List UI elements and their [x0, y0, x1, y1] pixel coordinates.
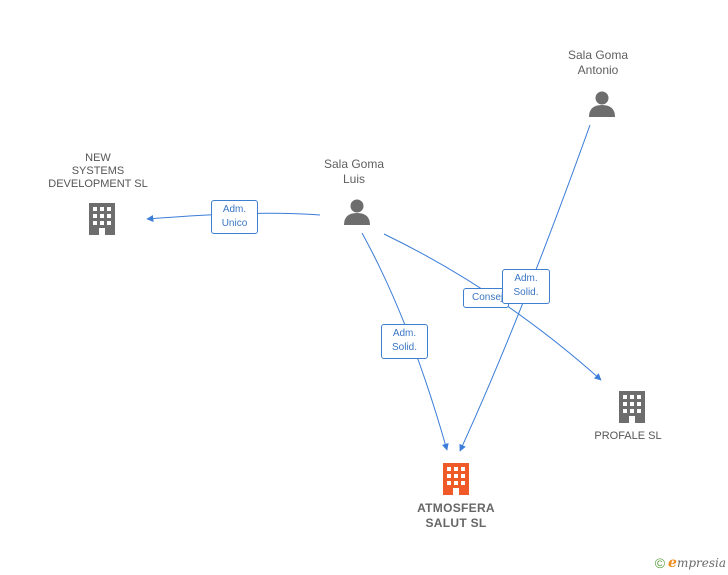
- node-label-line: Sala Goma: [567, 48, 629, 62]
- node-label-line: ATMOSFERA: [417, 501, 495, 515]
- edge-label-line: Adm.: [514, 273, 538, 284]
- edge-label-adm-unico[interactable]: Adm. Unico: [211, 200, 258, 234]
- node-label-profale[interactable]: PROFALE SL: [578, 430, 678, 443]
- node-label-line: Sala Goma: [323, 157, 385, 171]
- person-icon[interactable]: [342, 198, 372, 226]
- brand-footer: © empresia: [655, 555, 726, 571]
- node-label-line: PROFALE SL: [594, 430, 662, 442]
- building-icon[interactable]: [616, 390, 648, 424]
- node-label-new-systems[interactable]: NEW SYSTEMS DEVELOPMENT SL: [38, 152, 158, 191]
- edge-label-line: Consej.: [472, 292, 506, 303]
- node-label-atmosfera[interactable]: ATMOSFERA SALUT SL: [396, 501, 516, 531]
- node-label-line: DEVELOPMENT SL: [48, 178, 148, 190]
- node-label-antonio[interactable]: Sala Goma Antonio: [548, 48, 648, 78]
- edge-label-line: Adm.: [392, 328, 417, 339]
- person-icon[interactable]: [587, 90, 617, 118]
- edge-label-adm-solid-luis[interactable]: Adm. Solid.: [381, 324, 428, 359]
- node-label-line: SYSTEMS: [71, 165, 125, 177]
- building-icon[interactable]: [440, 462, 472, 496]
- node-label-line: Luis: [342, 172, 365, 186]
- node-label-line: Antonio: [577, 63, 619, 77]
- copyright-icon: ©: [654, 555, 666, 571]
- node-label-line: SALUT SL: [425, 516, 487, 530]
- edge-label-consej[interactable]: Consej.: [463, 288, 509, 308]
- node-label-line: NEW: [85, 152, 111, 164]
- building-icon[interactable]: [86, 202, 118, 236]
- edge-label-line: Adm.: [222, 204, 247, 215]
- edge-label-line: Unico: [221, 218, 248, 229]
- edge-label-adm-solid-antonio[interactable]: Adm. Solid.: [502, 269, 550, 304]
- edge-label-line: Solid.: [391, 342, 417, 353]
- brand-logo[interactable]: empresia: [668, 555, 726, 571]
- node-label-luis[interactable]: Sala Goma Luis: [304, 157, 404, 187]
- edge-label-line: Solid.: [513, 287, 539, 298]
